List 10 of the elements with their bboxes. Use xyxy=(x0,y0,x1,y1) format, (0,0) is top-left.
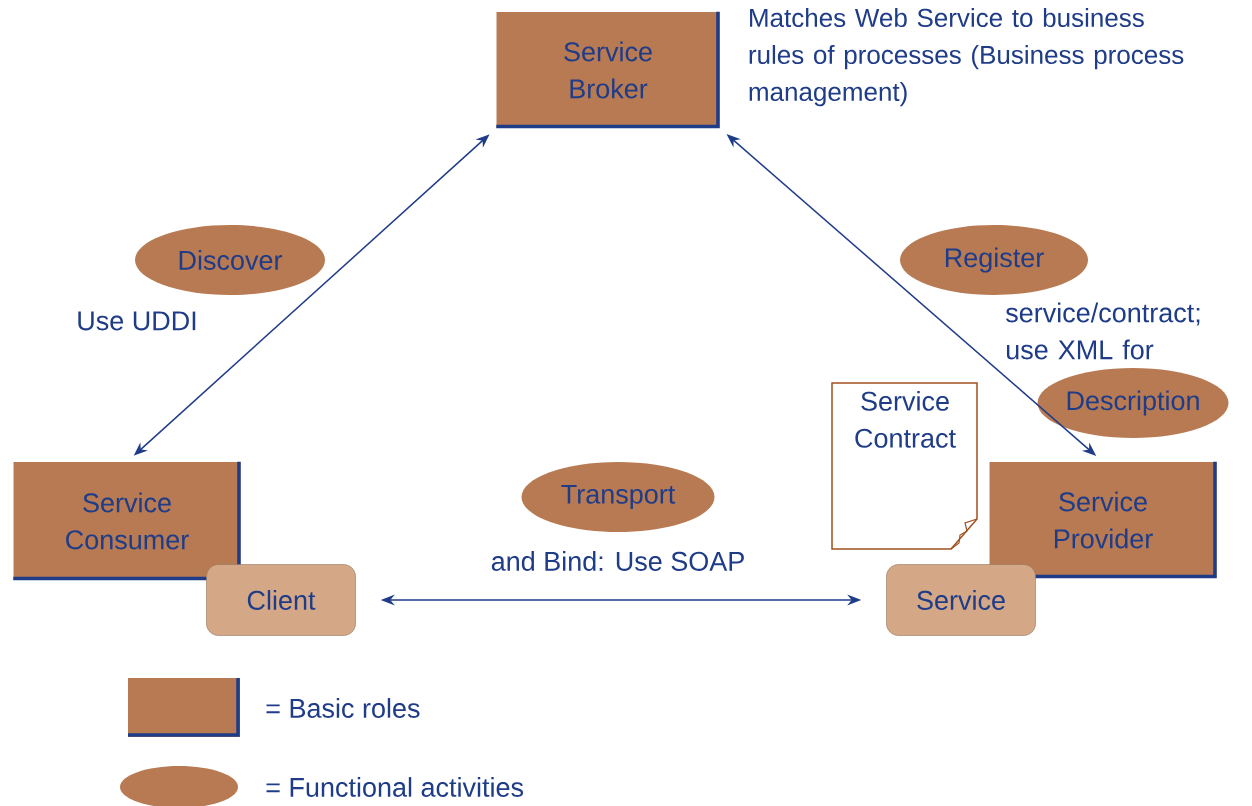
role-box: Service Broker xyxy=(496,11,720,129)
legend-text: = Basic roles xyxy=(266,698,420,718)
annotation-text: Matches Web Service to business rules of processes (Business process management) xyxy=(749,8,1184,107)
role-box: Service Provider xyxy=(989,461,1217,579)
note-text: service/contract; use XML for xyxy=(1005,302,1200,360)
component-box: Client xyxy=(206,564,356,636)
role-box: Service Consumer xyxy=(13,461,241,581)
note-text: Use UDDI xyxy=(78,311,196,331)
component-box: Service xyxy=(886,564,1036,636)
legend-text: = Functional activities xyxy=(266,777,524,797)
